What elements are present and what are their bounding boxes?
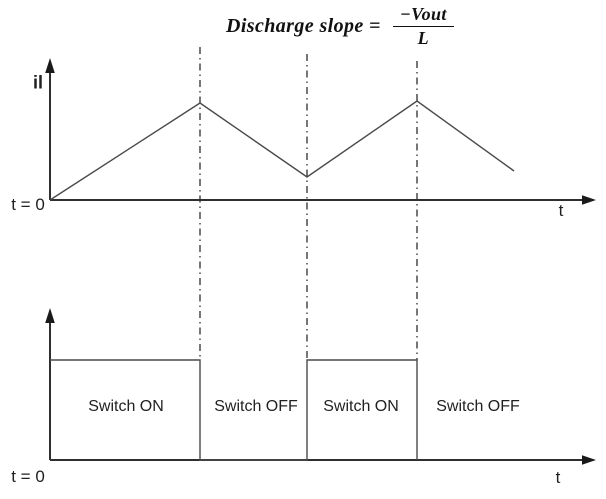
bottom-y-axis-arrowhead-icon: [45, 308, 55, 323]
switch-state-label-2: Switch OFF: [214, 398, 298, 415]
switch-state-label-3: Switch ON: [323, 398, 399, 415]
switch-state-label-4: Switch OFF: [436, 398, 520, 415]
top-x-axis-arrowhead-icon: [582, 195, 596, 205]
top-y-axis-arrowhead-icon: [45, 58, 55, 73]
fraction-denominator: L: [417, 27, 430, 48]
bottom-x-axis-label: t: [555, 468, 561, 487]
bottom-origin-label: t = 0: [11, 467, 45, 486]
title-text: Discharge slope =: [226, 14, 381, 37]
inductor-current-waveform: [49, 100, 515, 201]
figure-title: Discharge slope = −Vout L: [226, 4, 454, 48]
switch-pulse-waveform: [50, 359, 418, 461]
top-y-axis-label: il: [32, 72, 44, 93]
top-origin-label: t = 0: [11, 195, 45, 214]
bottom-x-axis-arrowhead-icon: [582, 455, 596, 465]
title-fraction: −Vout L: [392, 4, 454, 48]
fraction-numerator: −Vout: [392, 4, 454, 27]
top-x-axis-label: t: [558, 201, 564, 220]
switch-state-label-1: Switch ON: [88, 398, 164, 415]
